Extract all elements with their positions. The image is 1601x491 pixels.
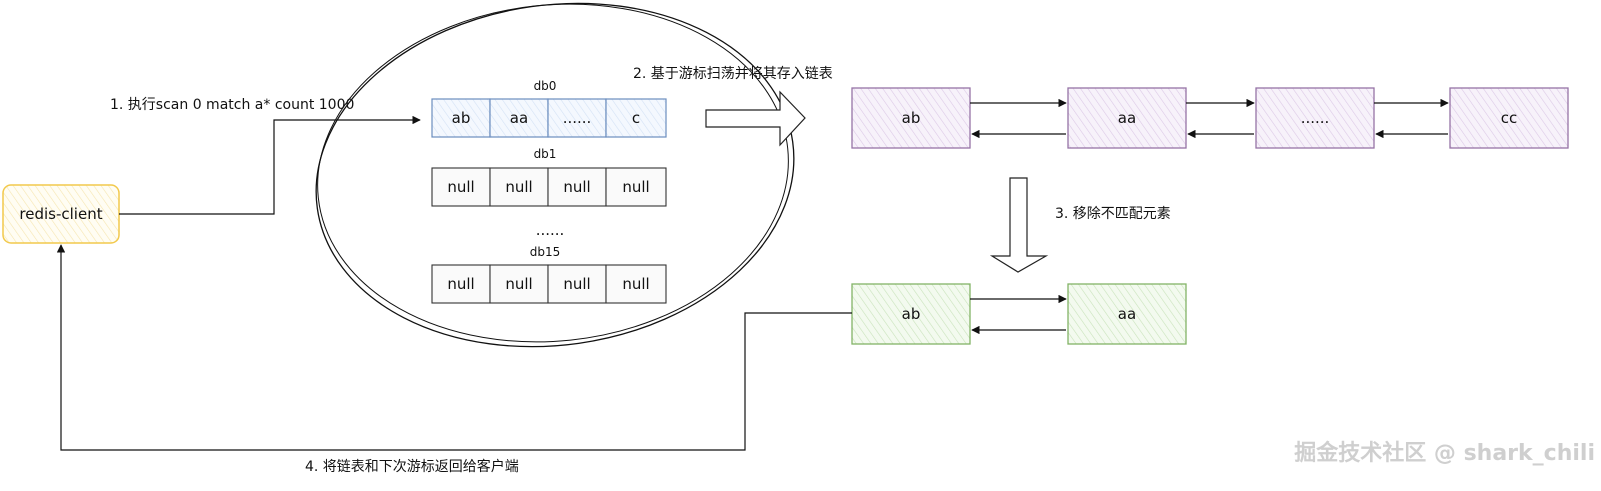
step1-label: 1. 执行scan 0 match a* count 1000 [110, 97, 354, 113]
db0-cell: c [632, 109, 640, 127]
db1-cell: null [447, 178, 474, 196]
step2-block-arrow [705, 90, 806, 147]
db15-cell: null [505, 275, 532, 293]
list-node-label: aa [1118, 305, 1136, 323]
db15-cell: null [622, 275, 649, 293]
list-node-label: aa [1118, 109, 1136, 127]
db15-cell: null [447, 275, 474, 293]
db15-cell: null [563, 275, 590, 293]
step4-label: 4. 将链表和下次游标返回给客户端 [305, 458, 519, 475]
database-circle [315, 2, 795, 348]
db0-row: ab aa ...... c [431, 98, 667, 138]
db15-title: db15 [530, 245, 561, 259]
step4-arrow [56, 244, 852, 451]
db0-title: db0 [534, 79, 557, 93]
redis-client-node[interactable]: redis-client [2, 184, 120, 244]
full-linked-list: ab aa ...... cc [851, 87, 1569, 149]
db0-cell: aa [510, 109, 528, 127]
step3-label: 3. 移除不匹配元素 [1055, 206, 1171, 222]
step2-label: 2. 基于游标扫荡并将其存入链表 [633, 65, 833, 82]
list-node-label: ab [902, 305, 921, 323]
db15-row: null null null null [431, 264, 667, 304]
client-label: redis-client [19, 205, 102, 223]
db-ellipsis: ...... [536, 221, 565, 239]
db1-cell: null [505, 178, 532, 196]
filtered-linked-list: ab aa [851, 283, 1187, 345]
db1-title: db1 [534, 147, 557, 161]
db1-cell: null [622, 178, 649, 196]
list-node-label: ab [902, 109, 921, 127]
db0-cell: ...... [563, 109, 592, 127]
step1-arrow [119, 115, 421, 215]
step3-block-arrow [989, 177, 1049, 273]
db1-row: null null null null [431, 167, 667, 207]
watermark: 掘金技术社区 @ shark_chili [1294, 440, 1595, 466]
list-node-label: cc [1501, 109, 1518, 127]
list-node-label: ...... [1301, 109, 1330, 127]
db1-cell: null [563, 178, 590, 196]
db0-cell: ab [452, 109, 471, 127]
